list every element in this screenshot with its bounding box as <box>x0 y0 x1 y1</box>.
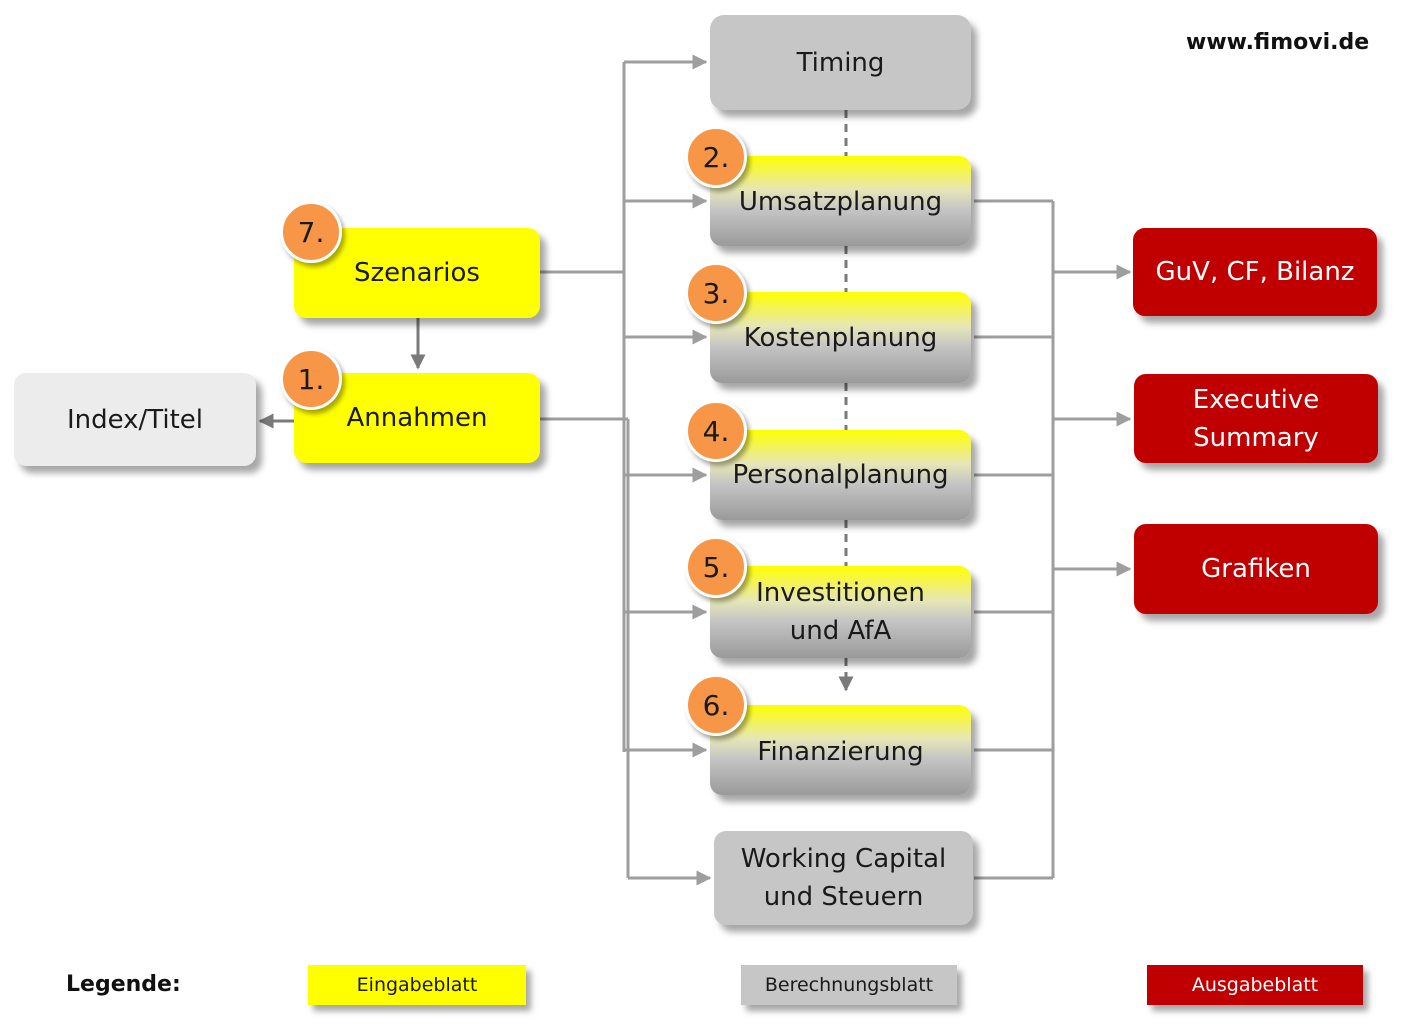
node-executive-summary: Executive Summary <box>1134 374 1378 463</box>
node-szenarios-label: Szenarios <box>354 258 480 288</box>
node-guv-cf-bilanz: GuV, CF, Bilanz <box>1133 228 1377 316</box>
node-investitionen-label: Investitionen und AfA <box>756 578 925 646</box>
node-index-titel-label: Index/Titel <box>66 404 204 435</box>
legend-output-label: Ausgabeblatt <box>1191 974 1319 996</box>
step-badge-6: 6. <box>685 674 747 736</box>
node-kostenplanung: Kostenplanung <box>710 292 971 383</box>
legend-input-label: Eingabeblatt <box>356 974 478 996</box>
node-timing: Timing <box>710 15 971 110</box>
step-badge-7: 7. <box>280 201 342 263</box>
node-guv-label: GuV, CF, Bilanz <box>1155 257 1355 287</box>
node-annahmen-label: Annahmen <box>346 403 488 433</box>
step-badge-4: 4. <box>685 400 747 462</box>
node-timing-label: Timing <box>796 47 885 78</box>
step-badge-5: 5. <box>685 536 747 598</box>
legend-input: Eingabeblatt <box>308 965 526 1005</box>
node-working-capital-label: Working Capital und Steuern <box>740 844 947 912</box>
node-executive-summary-label: Executive Summary <box>1192 384 1320 453</box>
node-investitionen: Investitionen und AfA <box>710 566 971 658</box>
node-kostenplanung-label: Kostenplanung <box>743 322 938 353</box>
node-finanzierung-label: Finanzierung <box>757 737 924 767</box>
step-badge-2: 2. <box>685 126 747 188</box>
legend-output: Ausgabeblatt <box>1147 965 1363 1005</box>
node-finanzierung: Finanzierung <box>710 705 971 795</box>
legend-title: Legende: <box>66 972 181 997</box>
step-badge-3: 3. <box>685 262 747 324</box>
step-badge-1: 1. <box>280 348 342 410</box>
legend-calc-label: Berechnungsblatt <box>764 974 934 996</box>
node-grafiken: Grafiken <box>1134 524 1378 614</box>
node-umsatzplanung: Umsatzplanung <box>710 156 971 246</box>
website-url: www.fimovi.de <box>1186 30 1370 55</box>
node-index-titel: Index/Titel <box>14 373 256 466</box>
node-grafiken-label: Grafiken <box>1201 554 1311 584</box>
node-working-capital: Working Capital und Steuern <box>714 831 973 925</box>
node-personalplanung: Personalplanung <box>710 430 971 520</box>
node-personalplanung-label: Personalplanung <box>732 460 949 490</box>
legend-calc: Berechnungsblatt <box>741 965 957 1005</box>
node-umsatzplanung-label: Umsatzplanung <box>738 187 943 217</box>
